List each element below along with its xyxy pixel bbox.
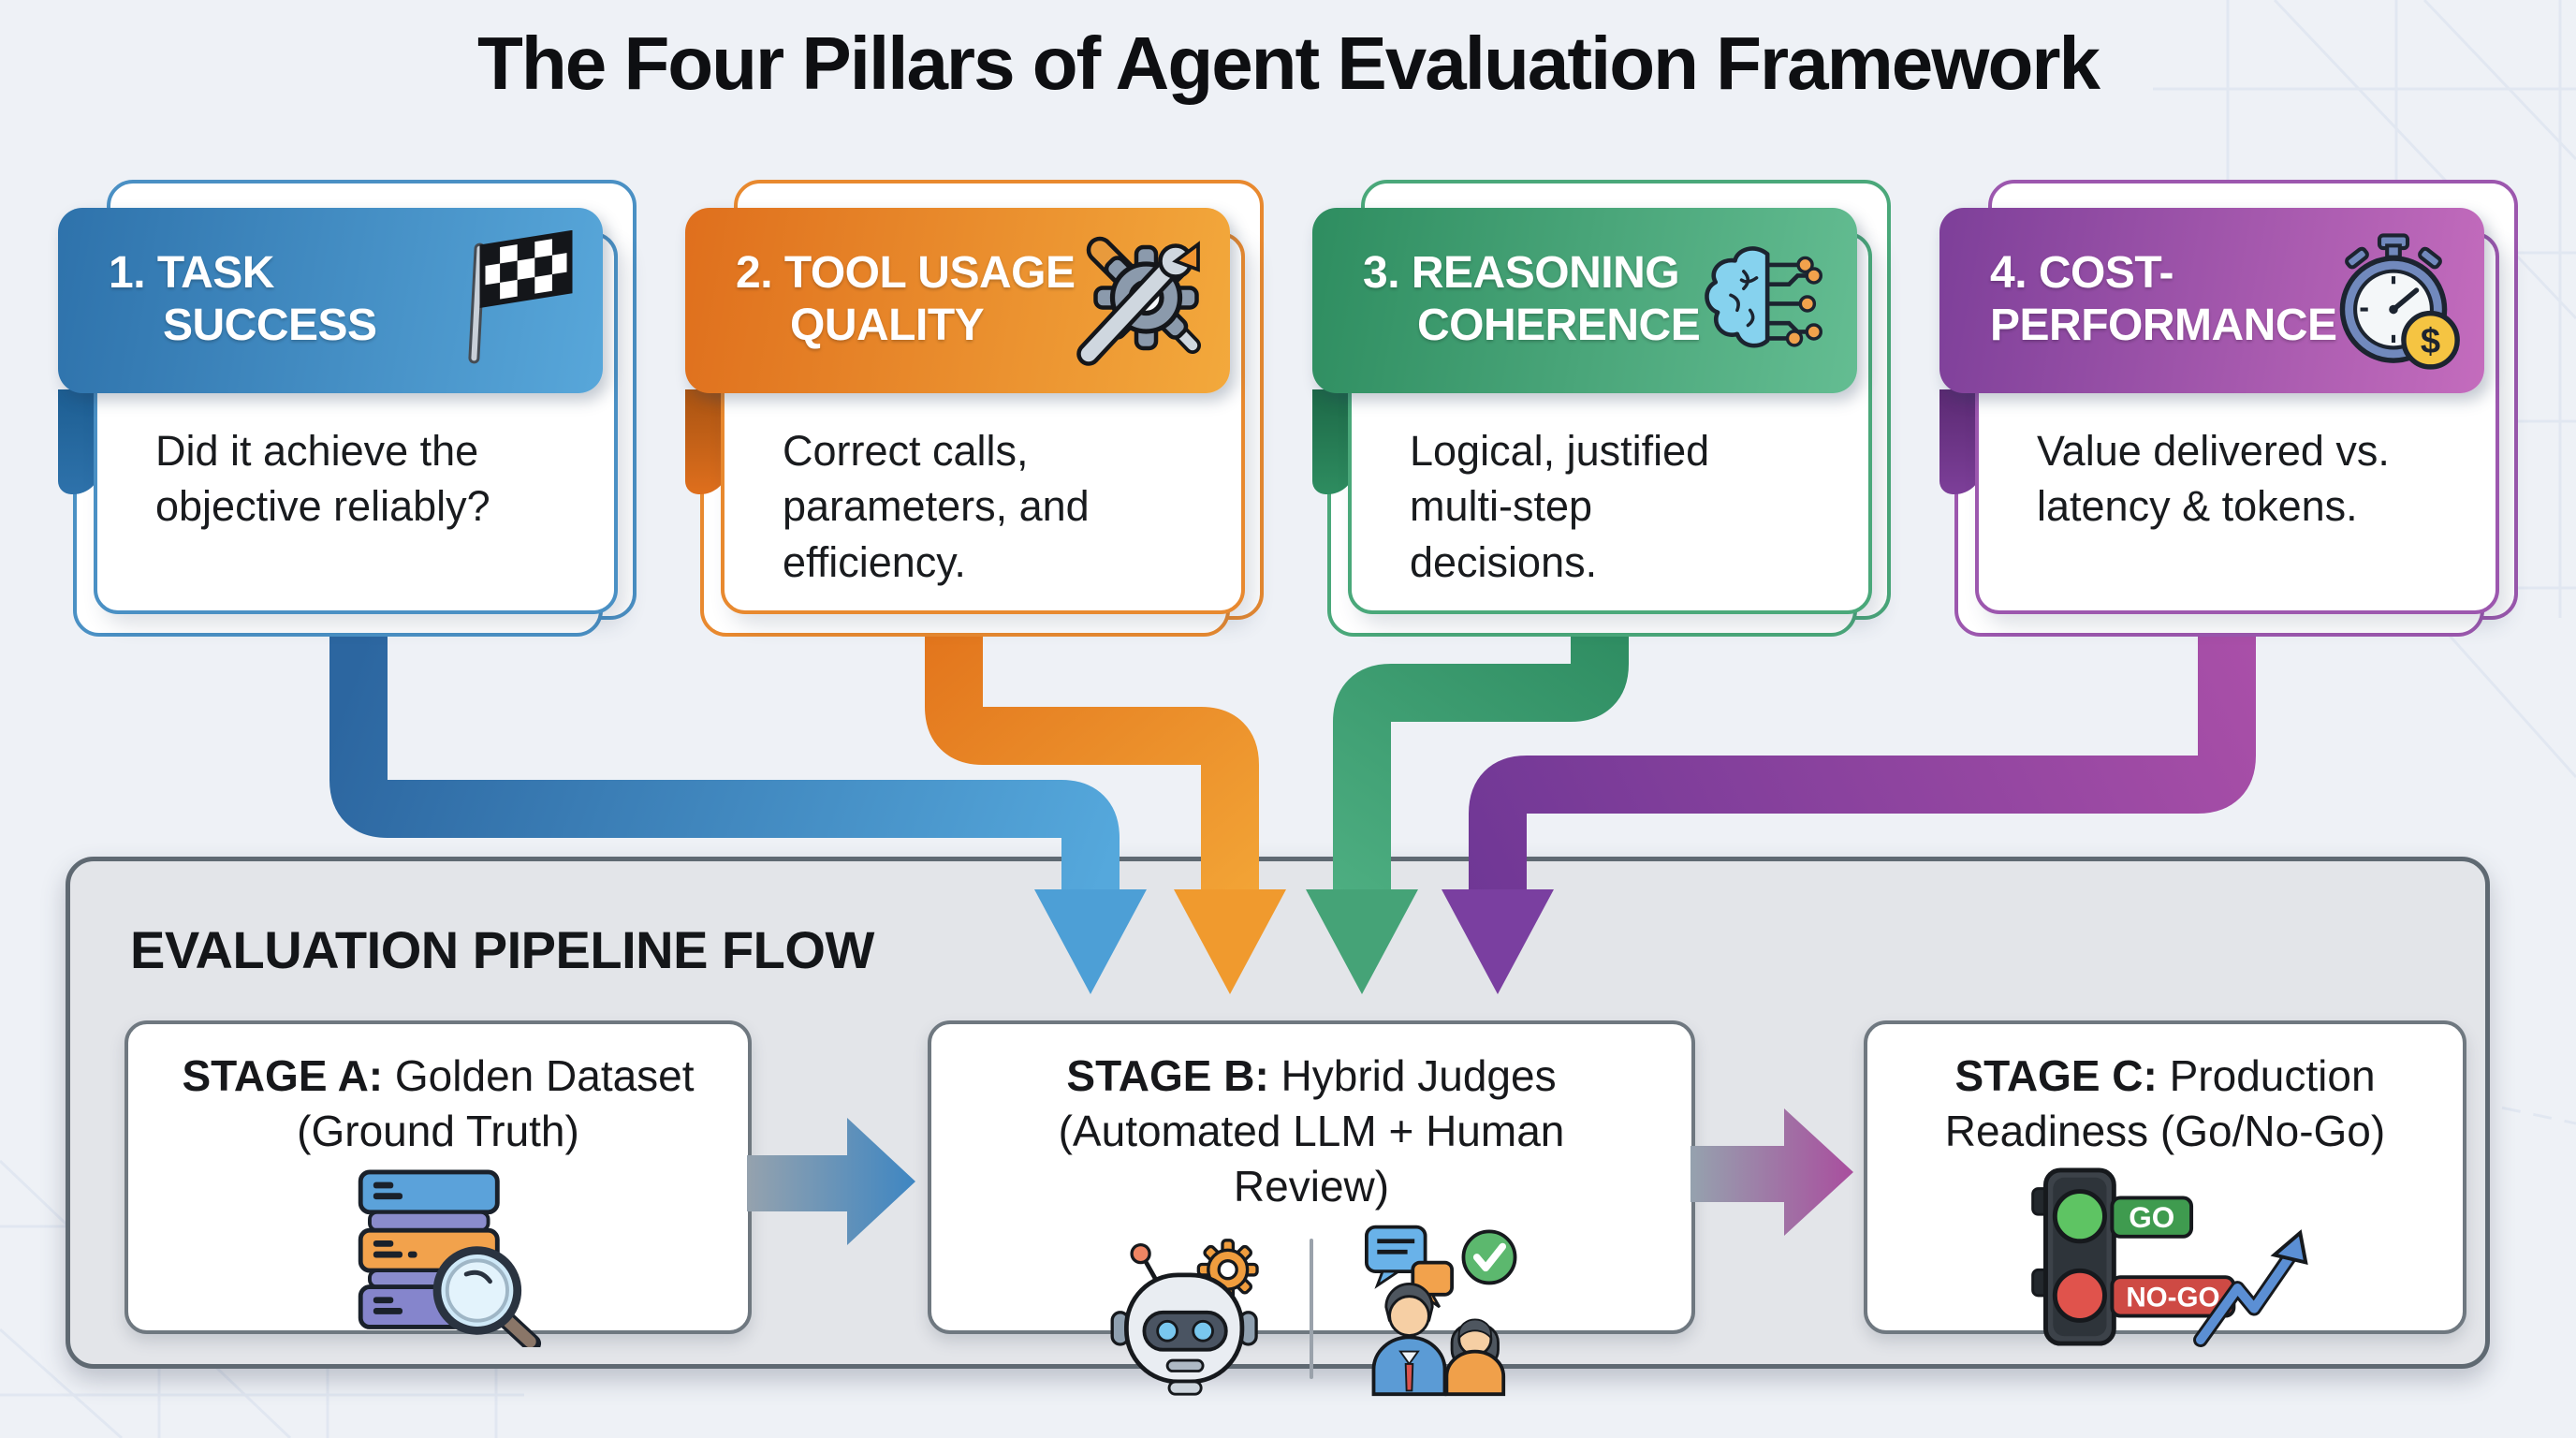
tools-gear-icon (1076, 236, 1201, 366)
pillar-heading-line2: QUALITY (790, 300, 985, 350)
svg-text:$: $ (2421, 321, 2440, 361)
stage-c-box: STAGE C: Production Readiness (Go/No-Go)… (1864, 1020, 2466, 1347)
stopwatch-dollar-icon: $ (2339, 233, 2460, 370)
stage-b-box: STAGE B: Hybrid Judges (Automated LLM + … (928, 1020, 1695, 1396)
stage-a-label-bold: STAGE A: (182, 1051, 384, 1100)
stage-b-label: STAGE B: Hybrid Judges (Automated LLM + … (984, 1049, 1639, 1214)
pillar-description: Did it achieve the objective reliably? (155, 427, 490, 531)
trend-arrow (2192, 1228, 2308, 1347)
stage-b-label-bold: STAGE B: (1066, 1051, 1269, 1100)
pillar-description: Correct calls, parameters, and efficienc… (783, 427, 1090, 586)
pillar-heading-line1: 1. TASK (109, 248, 274, 298)
pillar-heading-line2: COHERENCE (1417, 300, 1701, 350)
pillar-card-reasoning: Logical, justified multi-step decisions.… (1312, 178, 1893, 660)
pillar-description: Value delivered vs. latency & tokens. (2037, 427, 2390, 531)
stage-c-label-rest: Production Readiness (Go/No-Go) (1944, 1051, 2386, 1155)
checkered-flag-icon (468, 230, 573, 364)
database-magnifier-icon (358, 1169, 542, 1347)
stage-a-box: STAGE A: Golden Dataset (Ground Truth) (124, 1020, 752, 1347)
stage-a-label: STAGE A: Golden Dataset (Ground Truth) (157, 1049, 719, 1159)
go-badge: GO (2109, 1196, 2193, 1239)
pillar-card-cost-performance: Value delivered vs. latency & tokens. 4.… (1939, 178, 2520, 660)
pillar-heading-line2: PERFORMANCE (1990, 300, 2337, 350)
stage-c-label-bold: STAGE C: (1954, 1051, 2158, 1100)
traffic-light-trend-icon: GO NO-GO (2030, 1167, 2308, 1347)
no-go-badge: NO-GO (2109, 1274, 2235, 1318)
pillar-heading: 2. TOOL USAGE QUALITY (736, 247, 1076, 351)
pillar-heading: 1. TASK SUCCESS (109, 247, 377, 351)
pillar-header: 2. TOOL USAGE QUALITY (685, 208, 1230, 393)
pillar-header: 1. TASK SUCCESS (58, 208, 603, 393)
svg-text:NO-GO: NO-GO (2126, 1282, 2219, 1313)
svg-text:GO: GO (2129, 1200, 2174, 1234)
brain-circuit-icon (1705, 246, 1822, 348)
pillar-heading: 4. COST- PERFORMANCE (1990, 247, 2337, 351)
human-review-icon (1365, 1225, 1517, 1396)
robot-gear-icon (1110, 1238, 1259, 1396)
pillar-card-tool-usage: Correct calls, parameters, and efficienc… (685, 178, 1266, 660)
pillar-header: 4. COST- PERFORMANCE $ (1939, 208, 2484, 393)
pipeline-heading: EVALUATION PIPELINE FLOW (130, 920, 874, 979)
pillar-heading-line2: SUCCESS (163, 300, 377, 350)
pillar-heading-line1: 2. TOOL USAGE (736, 248, 1076, 298)
stage-b-divider (1310, 1238, 1313, 1379)
stage-a-label-rest: Golden Dataset (Ground Truth) (297, 1051, 695, 1155)
stage-b-label-rest: Hybrid Judges (Automated LLM + Human Rev… (1058, 1051, 1565, 1211)
pillar-heading-line1: 4. COST- (1990, 248, 2174, 298)
pipeline-panel: EVALUATION PIPELINE FLOW STAGE A: Golden… (66, 857, 2490, 1396)
page-title: The Four Pillars of Agent Evaluation Fra… (476, 22, 2100, 105)
pillar-heading-line1: 3. REASONING (1363, 248, 1680, 298)
stage-c-label: STAGE C: Production Readiness (Go/No-Go) (1912, 1049, 2418, 1159)
pillar-card-task-success: Did it achieve the objective reliably? 1… (58, 178, 638, 660)
pillar-header: 3. REASONING COHERENCE (1312, 208, 1857, 393)
pillar-heading: 3. REASONING COHERENCE (1363, 247, 1701, 351)
